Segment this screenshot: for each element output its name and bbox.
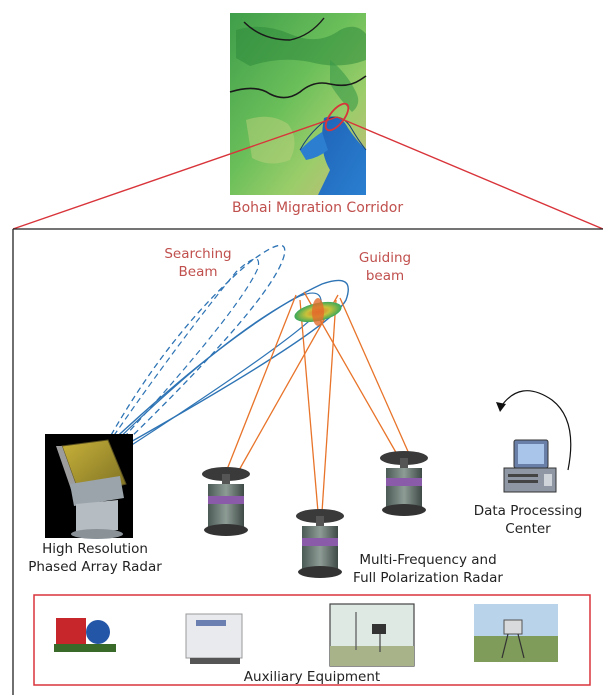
field-lidar-image [474,604,558,662]
multi-frequency-radar-center [296,509,344,578]
searching-beam-label-line1: Searching [164,246,232,262]
bird-flock-target [294,298,342,326]
phased-array-label-line1: High Resolution [42,541,148,557]
map-image [229,13,367,195]
multi-frequency-radar-left [202,467,250,536]
data-center-loop-arrow [496,390,572,471]
computer-icon [503,439,557,493]
multi-frequency-label-line2: Full Polarization Radar [353,570,503,586]
guiding-beam-label-line1: Guiding [358,250,412,266]
multi-frequency-label-line1: Multi-Frequency and [359,552,497,568]
phased-array-label-line2: Phased Array Radar [28,559,162,575]
phased-array-radar-image [45,434,133,539]
projection-line-left [12,116,338,230]
projection-line-right [336,116,603,230]
guiding-beam [107,279,349,451]
multi-frequency-radar-right [380,451,428,516]
weather-station-image [329,603,415,667]
data-center-label-line1: Data Processing [473,503,583,519]
generator-image [50,612,120,656]
guiding-beam-label-line2: beam [365,268,405,284]
data-center-label-line2: Center [505,521,551,537]
searching-beam [105,244,286,447]
radar-link-lines [225,291,411,513]
searching-beam-label-line2: Beam [178,264,218,280]
auxiliary-equipment-caption: Auxiliary Equipment [243,669,381,685]
map-caption: Bohai Migration Corridor [232,200,404,216]
auxiliary-equipment-box [33,594,591,686]
power-unit-image [185,613,243,664]
